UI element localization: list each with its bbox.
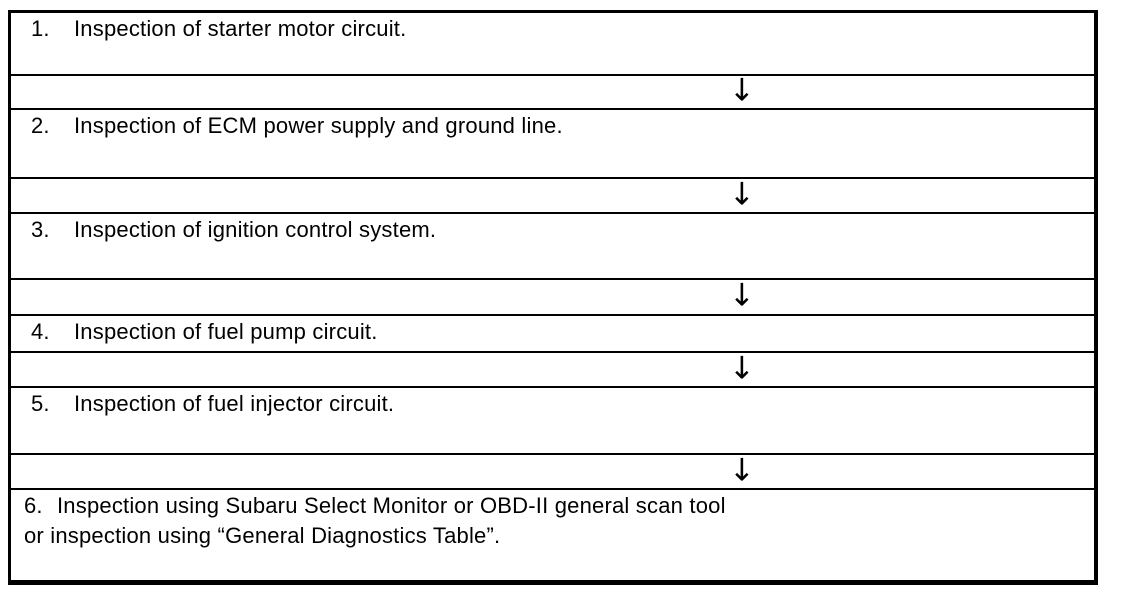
step-line: 6. Inspection using Subaru Select Monitor… <box>24 491 1082 521</box>
step-number: 4. <box>31 319 50 344</box>
step-text: Inspection of starter motor circuit. <box>74 16 407 41</box>
step-number: 3. <box>31 217 50 242</box>
arrow-row: ↓ <box>11 280 1094 316</box>
step-row: 4. Inspection of fuel pump circuit. <box>11 316 1094 353</box>
down-arrow-icon: ↓ <box>729 277 755 314</box>
arrow-row: ↓ <box>11 353 1094 388</box>
step-row: 1. Inspection of starter motor circuit. <box>11 13 1094 76</box>
step-number: 1. <box>31 16 50 41</box>
arrow-row: ↓ <box>11 72 1094 110</box>
down-arrow-icon: ↓ <box>729 350 755 387</box>
step-line: 1. Inspection of starter motor circuit. <box>31 14 1082 44</box>
step-number: 2. <box>31 113 50 138</box>
step-text: Inspection of ECM power supply and groun… <box>74 113 563 138</box>
down-arrow-icon: ↓ <box>729 176 755 213</box>
step-number: 6. <box>24 493 43 518</box>
step-line: 3. Inspection of ignition control system. <box>31 215 1082 245</box>
inspection-flowchart: 1.Inspection of starter motor circuit.↓2… <box>8 10 1098 585</box>
down-arrow-icon: ↓ <box>729 452 755 489</box>
step-row: 3. Inspection of ignition control system. <box>11 214 1094 280</box>
arrow-row: ↓ <box>11 179 1094 214</box>
step-text: Inspection using Subaru Select Monitor o… <box>57 493 726 518</box>
step-line: 4. Inspection of fuel pump circuit. <box>31 317 1082 347</box>
step-line: 5. Inspection of fuel injector circuit. <box>31 389 1082 419</box>
step-row: 5. Inspection of fuel injector circuit. <box>11 388 1094 455</box>
step-row: 2. Inspection of ECM power supply and gro… <box>11 110 1094 179</box>
step-line: 2. Inspection of ECM power supply and gro… <box>31 111 1082 141</box>
step-text: Inspection of fuel injector circuit. <box>74 391 395 416</box>
down-arrow-icon: ↓ <box>729 72 755 109</box>
step-number: 5. <box>31 391 50 416</box>
step-text: Inspection of fuel pump circuit. <box>74 319 378 344</box>
step-row: 6. Inspection using Subaru Select Monitor… <box>11 490 1094 580</box>
arrow-row: ↓ <box>11 455 1094 490</box>
step-text: Inspection of ignition control system. <box>74 217 437 242</box>
step-line: or inspection using “General Diagnostics… <box>24 523 501 548</box>
